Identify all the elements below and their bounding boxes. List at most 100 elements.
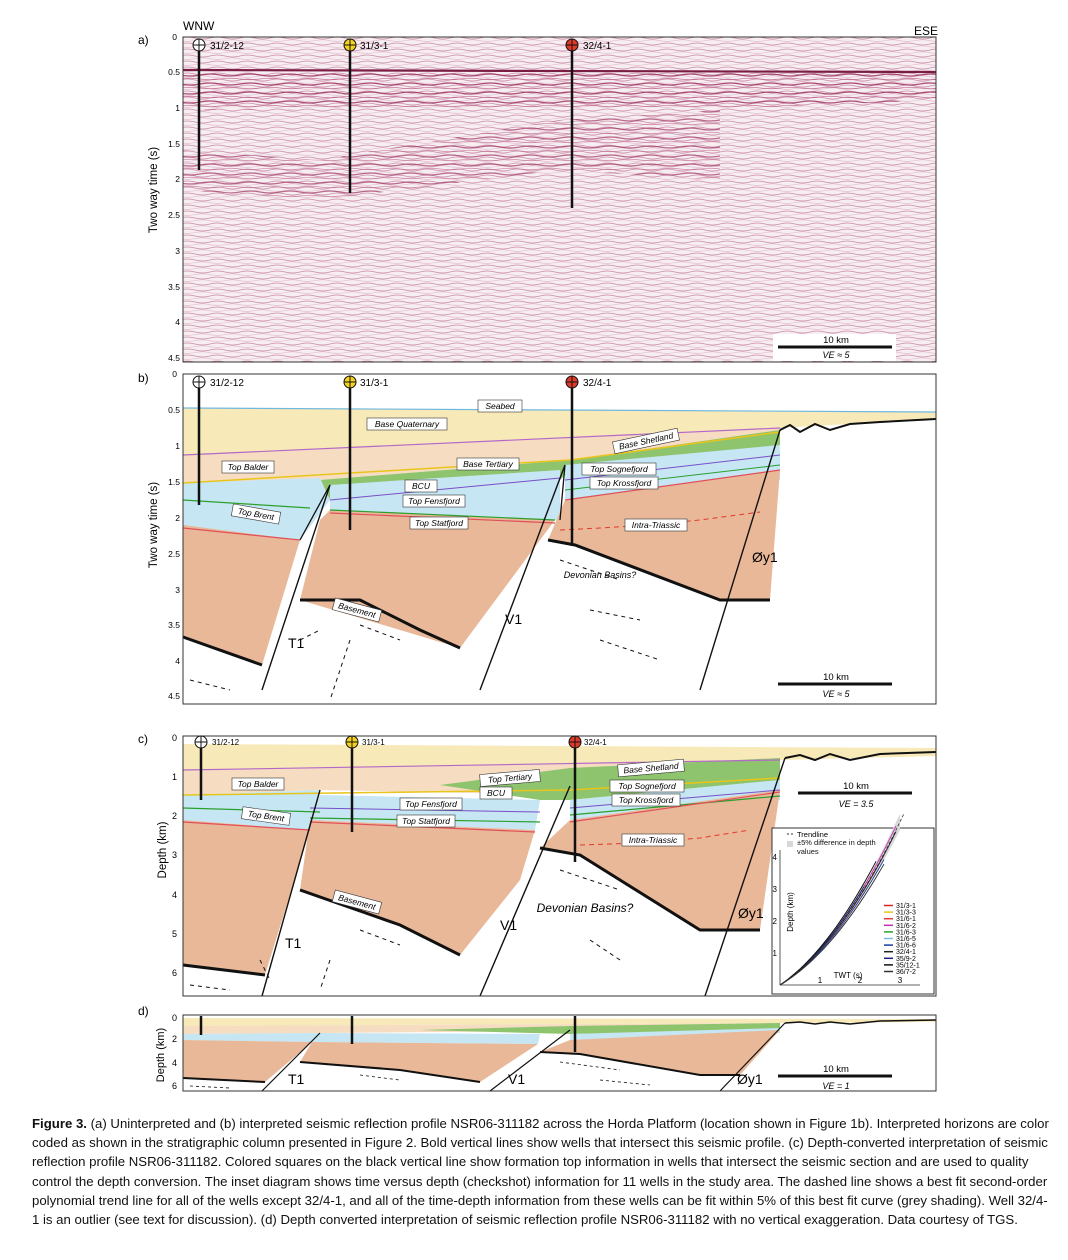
ytick: 4 (175, 317, 180, 327)
ytick: 0 (172, 369, 177, 379)
horizon-label: Intra-Triassic (629, 835, 678, 845)
panel-c: c) Depth (km) 0 1 2 3 4 5 6 (138, 732, 937, 997)
quaternary-unit (183, 744, 936, 770)
ytick: 4 (172, 1058, 177, 1068)
seabed-reflector (182, 68, 937, 74)
scale-label: 10 km (843, 781, 869, 792)
legend-entry: 36/7-2 (896, 969, 916, 976)
well-cross-icon (344, 376, 356, 388)
ytick: 1.5 (168, 477, 180, 487)
ytick: 4.5 (168, 691, 180, 701)
ytick: 2 (172, 811, 177, 821)
horizon-label: Top Fensfjord (408, 496, 460, 506)
triassic-unit-t1 (183, 1040, 312, 1082)
horst-top (784, 1019, 937, 1025)
direction-wnw: WNW (183, 19, 215, 33)
checkshot-curve (779, 861, 877, 986)
well-label: 31/2-12 (212, 738, 240, 747)
legend-entry: 35/12-1 (896, 962, 920, 969)
inset-curves (779, 813, 905, 986)
legend-trend: Trendline (797, 830, 828, 839)
fault-lines (261, 1022, 786, 1092)
inset-xtick: 1 (818, 976, 823, 985)
triassic-unit-t1 (183, 525, 300, 665)
well-label: 31/2-12 (210, 378, 244, 389)
triassic-unit-t1 (183, 820, 310, 975)
legend-entry: 31/6-5 (896, 936, 916, 943)
ytick: 3.5 (168, 620, 180, 630)
well-cross-icon (566, 376, 578, 388)
ytick: 2 (172, 1034, 177, 1044)
direction-ese: ESE (914, 24, 938, 38)
horizon-label: BCU (487, 788, 506, 798)
ytick: 1 (172, 772, 177, 782)
well-cross-icon (569, 736, 581, 748)
inset-xtick: 2 (858, 976, 863, 985)
scale-label: 10 km (823, 672, 849, 683)
jurassic-unit-oy1 (570, 1028, 780, 1040)
horizon-label: Top Statfjord (415, 518, 463, 528)
panel-c-yaxis: 0 1 2 3 4 5 6 (172, 733, 177, 978)
horst-top (779, 418, 937, 434)
fault-label: Øy1 (737, 1071, 763, 1087)
horizon-label: Intra-Triassic (632, 520, 681, 530)
ytick: 0 (172, 733, 177, 743)
panel-c-label: c) (138, 732, 148, 746)
inset-ytick: 1 (773, 949, 778, 958)
devonian-label: Devonian Basins? (564, 570, 637, 580)
ytick: 4 (172, 890, 177, 900)
wells-a: 31/2-12 31/3-1 32/4-1 (192, 38, 612, 208)
seabed-line (182, 407, 937, 413)
ytick: 2.5 (168, 549, 180, 559)
panel-b-label: b) (138, 371, 149, 385)
ytick: 2 (175, 513, 180, 523)
fault-lines (261, 429, 781, 691)
horst-top (784, 751, 937, 762)
wells-c: 31/2-12 31/3-1 32/4-1 (194, 735, 607, 862)
ytick: 2.5 (168, 210, 180, 220)
well-label: 31/2-12 (210, 41, 244, 52)
well-cross-icon (344, 39, 356, 51)
figure-3: a) WNW ESE Two way time (s) 0 0.5 1 1.5 … (138, 19, 938, 1092)
ytick: 1 (175, 441, 180, 451)
caption-label: Figure 3. (32, 1116, 87, 1131)
panel-a-yaxis: 0 0.5 1 1.5 2 2.5 3 3.5 4 4.5 (168, 32, 180, 363)
fault-lines (261, 757, 786, 997)
panel-d-frame (182, 1014, 937, 1092)
well-cross-icon (193, 39, 205, 51)
well-cross-icon (195, 736, 207, 748)
ve-label: VE = 3.5 (839, 799, 875, 809)
legend-shade: ±5% difference in depth values (797, 838, 876, 856)
well-cross-icon (346, 736, 358, 748)
panel-d-label: d) (138, 1004, 149, 1018)
panel-a: a) WNW ESE Two way time (s) 0 0.5 1 1.5 … (138, 19, 938, 363)
fault-label: T1 (288, 635, 305, 651)
fault-label: T1 (285, 935, 302, 951)
horizon-label: BCU (412, 481, 431, 491)
caption-text: (a) Uninterpreted and (b) interpreted se… (32, 1116, 1049, 1228)
well-label: 31/3-1 (360, 41, 389, 52)
ytick: 0 (172, 32, 177, 42)
inset-xtick: 3 (898, 976, 903, 985)
fault-label: V1 (508, 1071, 525, 1087)
ytick: 1.5 (168, 139, 180, 149)
horizon-label: Top Krossfjord (597, 478, 652, 488)
figure-caption: Figure 3. (a) Uninterpreted and (b) inte… (32, 1114, 1050, 1229)
basement-line (182, 538, 770, 667)
seismic-reflectors-shallow (183, 70, 936, 110)
ytick: 2 (175, 174, 180, 184)
panel-b-yaxis: 0 0.5 1 1.5 2 2.5 3 3.5 4 4.5 (168, 369, 180, 701)
horizon-labels-c: Top Balder Top Tertiary BCU Base Shetlan… (231, 758, 685, 915)
legend-shade-wrap: ±5% difference in depth values (797, 838, 876, 856)
ytick: 0.5 (168, 405, 180, 415)
horizon-labels-b: Seabed Base Quaternary Base Shetland Top… (221, 399, 688, 623)
legend-entry: 31/6-2 (896, 923, 916, 930)
horizon-label: Base Quaternary (375, 419, 440, 429)
ytick: 1 (175, 103, 180, 113)
fault-label: V1 (500, 917, 517, 933)
basement-fabric (189, 1061, 651, 1089)
bcu-line (329, 477, 561, 501)
top-brent-line (182, 499, 311, 509)
panel-d: d) Depth (km) 0 2 4 6 T1 V1 Øy1 10 km VE… (138, 1004, 937, 1092)
ytick: 3.5 (168, 282, 180, 292)
